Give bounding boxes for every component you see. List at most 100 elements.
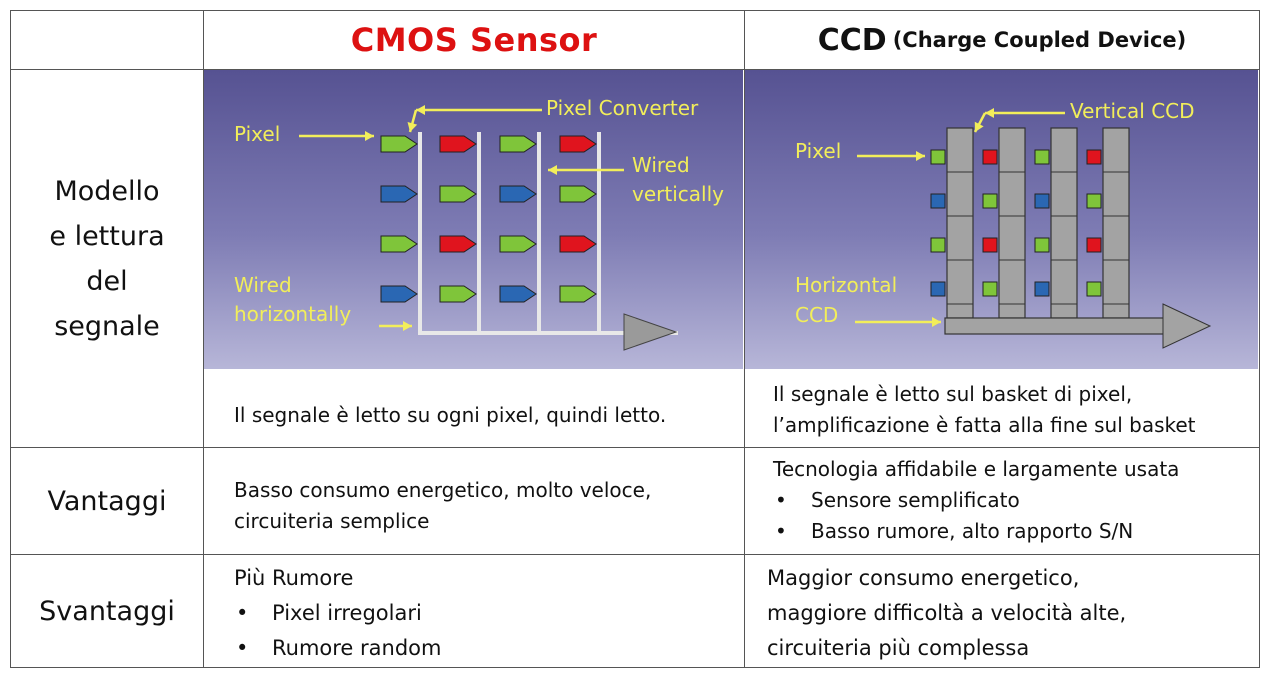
cmos-svantaggi-list: Pixel irregolari Rumore random — [234, 596, 744, 666]
ccd-vantaggi-list: Sensore semplificato Basso rumore, alto … — [773, 485, 1259, 547]
pixel-green — [1086, 281, 1102, 297]
ccd-readout-text: Il segnale è letto sul basket di pixel, … — [773, 379, 1196, 441]
pixel-blue — [499, 185, 537, 203]
pixel-blue — [380, 185, 418, 203]
ccd-svantaggi-line: Maggior consumo energetico, — [767, 566, 1080, 590]
row-label-line: segnale — [54, 310, 160, 342]
row-label-line: e lettura — [49, 220, 165, 252]
cmos-vantaggi-cell: Basso consumo energetico, molto veloce, … — [203, 447, 745, 555]
row-label-modello: Modello e lettura del segnale — [10, 69, 204, 448]
converter-pointer-head — [416, 105, 425, 115]
pixel-green — [982, 281, 998, 297]
vertical-wire — [477, 132, 481, 335]
pixel-green — [930, 237, 946, 253]
pixel-red — [439, 235, 477, 253]
horizontal-ccd-pointer-head — [932, 317, 941, 327]
cmos-header: CMOS Sensor — [203, 10, 745, 70]
cmos-title: CMOS Sensor — [350, 21, 598, 59]
cmos-vantaggi-line: circuiteria semplice — [234, 509, 430, 533]
list-item: Pixel irregolari — [234, 596, 744, 631]
pixel-green — [1034, 237, 1050, 253]
ccd-svantaggi-line: circuiteria più complessa — [767, 636, 1030, 660]
pixel-green — [439, 185, 477, 203]
list-item: Basso rumore, alto rapporto S/N — [773, 516, 1259, 547]
output-arrow — [623, 313, 678, 351]
ccd-diagram: Pixel Vertical CCD Horizontal CCD — [745, 70, 1258, 369]
pixel-blue — [930, 281, 946, 297]
list-item: Rumore random — [234, 631, 744, 666]
cmos-label-wired-horizontally-1: Wired — [234, 273, 292, 297]
ccd-label-pixel: Pixel — [795, 139, 841, 163]
pixel-blue — [380, 285, 418, 303]
cmos-readout-text: Il segnale è letto su ogni pixel, quindi… — [234, 403, 667, 427]
horizontal-ccd-bar — [944, 317, 1170, 335]
wired-vertically-pointer-head — [548, 165, 557, 175]
cmos-diagram-svg: Pixel Pixel Converter Wired vertically W… — [234, 96, 724, 351]
vertical-ccd-column — [1050, 127, 1078, 319]
vertical-ccd-column — [946, 127, 974, 319]
list-item: Sensore semplificato — [773, 485, 1259, 516]
ccd-title: CCD — [817, 22, 887, 58]
ccd-model-cell: Pixel Vertical CCD Horizontal CCD Il seg… — [744, 69, 1260, 448]
vertical-wire — [537, 132, 541, 335]
ccd-svantaggi-line: maggiore difficoltà a velocità alte, — [767, 601, 1127, 625]
ccd-label-horizontal-ccd-2: CCD — [795, 303, 838, 327]
ccd-svantaggi-cell: Maggior consumo energetico, maggiore dif… — [744, 554, 1260, 668]
pixel-green — [559, 185, 597, 203]
vertical-ccd-column — [1102, 127, 1130, 319]
pixel-red — [982, 237, 998, 253]
vertical-ccd-pointer-head — [985, 108, 994, 118]
ccd-vantaggi-intro: Tecnologia affidabile e largamente usata — [773, 457, 1180, 481]
pixel-green — [1086, 193, 1102, 209]
ccd-header: CCD (Charge Coupled Device) — [744, 10, 1260, 70]
pixel-green — [439, 285, 477, 303]
cmos-svantaggi-cell: Più Rumore Pixel irregolari Rumore rando… — [203, 554, 745, 668]
ccd-label-vertical-ccd: Vertical CCD — [1070, 99, 1195, 123]
row-label-svantaggi: Svantaggi — [10, 554, 204, 668]
cmos-label-wired-vertically-1: Wired — [632, 153, 690, 177]
row-label-vantaggi: Vantaggi — [10, 447, 204, 555]
cmos-vantaggi-line: Basso consumo energetico, molto veloce, — [234, 478, 652, 502]
ccd-label-horizontal-ccd-1: Horizontal — [795, 273, 897, 297]
pixel-green — [1034, 149, 1050, 165]
pixel-red — [1086, 149, 1102, 165]
row-label-text: Vantaggi — [47, 485, 167, 517]
vertical-ccd-pointer-tip-head — [974, 121, 984, 132]
pixel-red — [1086, 237, 1102, 253]
vertical-ccd-column — [998, 127, 1026, 319]
ccd-diagram-svg: Pixel Vertical CCD Horizontal CCD — [795, 99, 1212, 349]
pixel-red — [559, 235, 597, 253]
vertical-wire — [597, 132, 601, 335]
horizontal-wire — [418, 331, 678, 335]
row-label-text: Svantaggi — [39, 595, 175, 627]
comparison-table: CMOS Sensor CCD (Charge Coupled Device) … — [10, 10, 1260, 668]
vertical-wire — [418, 132, 422, 335]
pixel-green — [559, 285, 597, 303]
cmos-model-cell: Pixel Pixel Converter Wired vertically W… — [203, 69, 745, 448]
pixel-green — [499, 235, 537, 253]
row-label-line: Modello — [54, 175, 160, 207]
pixel-red — [439, 135, 477, 153]
cmos-diagram: Pixel Pixel Converter Wired vertically W… — [204, 70, 743, 369]
pixel-green — [380, 235, 418, 253]
cmos-label-pixel: Pixel — [234, 122, 280, 146]
header-empty-cell — [10, 10, 204, 70]
pixel-red — [559, 135, 597, 153]
wired-horizontally-pointer-head — [403, 321, 412, 331]
pixel-red — [982, 149, 998, 165]
ccd-subtitle: (Charge Coupled Device) — [892, 28, 1187, 52]
pixel-blue — [930, 193, 946, 209]
cmos-svantaggi-intro: Più Rumore — [234, 566, 354, 590]
output-arrow — [1162, 303, 1212, 349]
pixel-green — [982, 193, 998, 209]
cmos-label-wired-horizontally-2: horizontally — [234, 302, 351, 326]
row-label-line: del — [86, 265, 128, 297]
ccd-readout-line: l’amplificazione è fatta alla fine sul b… — [773, 413, 1196, 437]
pixel-pointer-head — [916, 151, 925, 161]
cmos-label-wired-vertically-2: vertically — [632, 182, 724, 206]
pixel-blue — [1034, 281, 1050, 297]
pixel-green — [930, 149, 946, 165]
cmos-label-pixel-converter: Pixel Converter — [546, 96, 699, 120]
pixel-green — [499, 135, 537, 153]
ccd-readout-line: Il segnale è letto sul basket di pixel, — [773, 382, 1133, 406]
